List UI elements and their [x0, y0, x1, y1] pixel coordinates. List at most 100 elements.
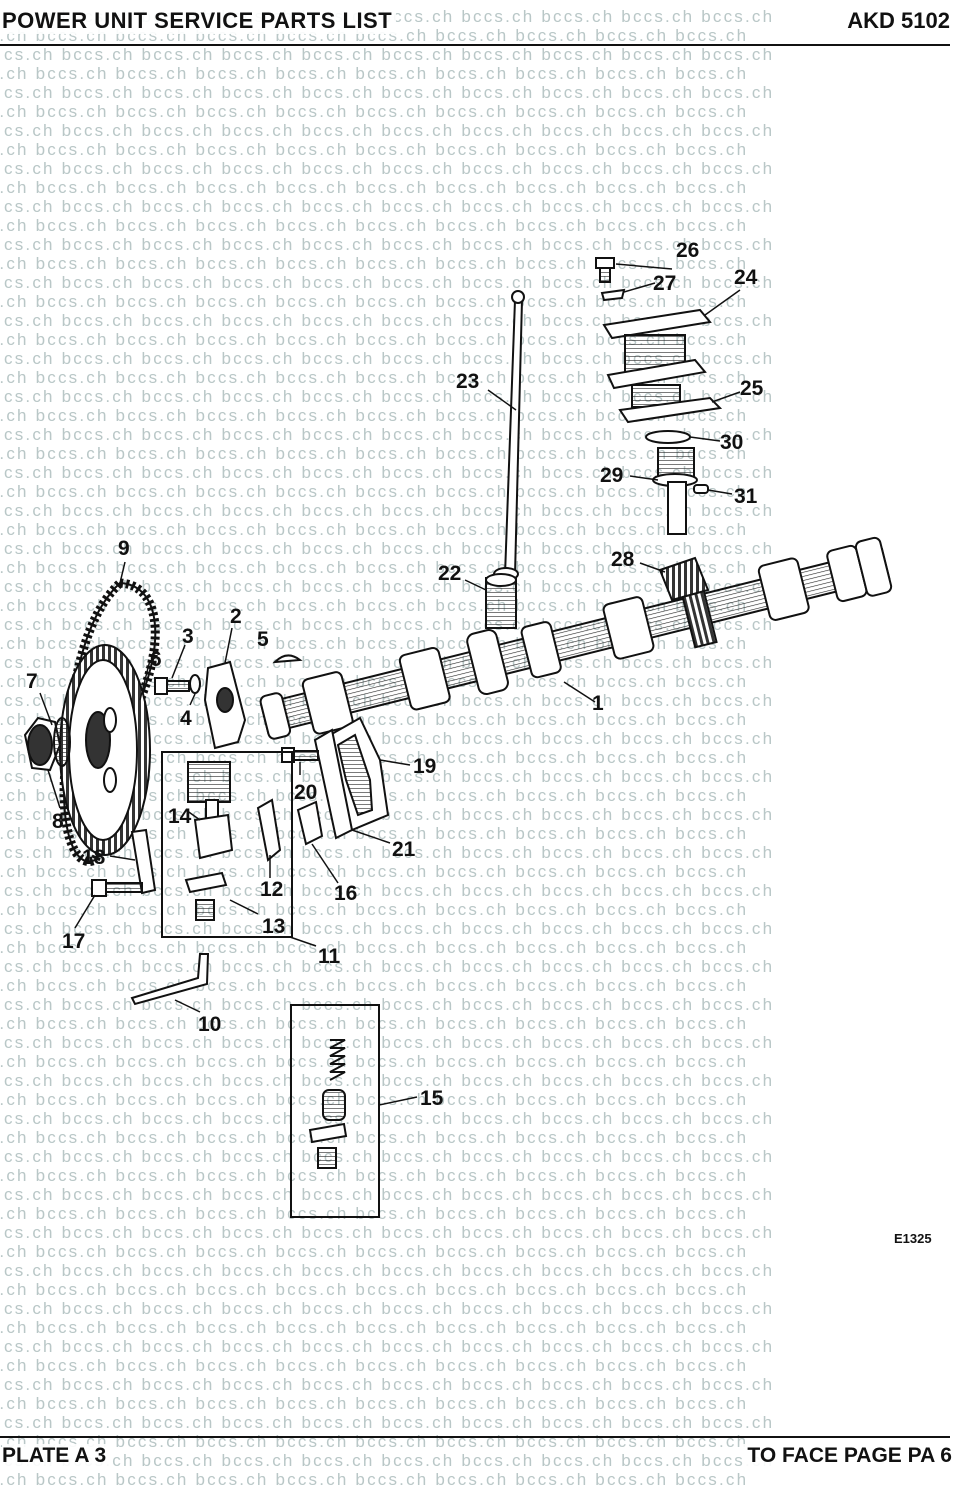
- label-part-1: 1: [592, 692, 604, 715]
- label-part-10: 10: [198, 1013, 221, 1036]
- watermark-row: cs.ch bccs.ch bccs.ch bccs.ch bccs.ch bc…: [4, 539, 774, 558]
- watermark-row: cs.ch bccs.ch bccs.ch bccs.ch bccs.ch bc…: [4, 159, 774, 178]
- watermark-row: cs.ch bccs.ch bccs.ch bccs.ch bccs.ch bc…: [0, 900, 748, 919]
- watermark-row: cs.ch bccs.ch bccs.ch bccs.ch bccs.ch bc…: [0, 368, 748, 387]
- watermark-row: cs.ch bccs.ch bccs.ch bccs.ch bccs.ch bc…: [4, 425, 774, 444]
- watermark-row: cs.ch bccs.ch bccs.ch bccs.ch bccs.ch bc…: [0, 102, 748, 121]
- label-part-16: 16: [334, 882, 357, 905]
- watermark-row: cs.ch bccs.ch bccs.ch bccs.ch bccs.ch bc…: [4, 577, 774, 596]
- watermark-row: cs.ch bccs.ch bccs.ch bccs.ch bccs.ch bc…: [4, 1413, 774, 1432]
- watermark-row: cs.ch bccs.ch bccs.ch bccs.ch bccs.ch bc…: [4, 273, 774, 292]
- label-part-26: 26: [676, 239, 699, 262]
- label-part-21: 21: [392, 838, 416, 861]
- label-part-11: 11: [318, 945, 341, 968]
- watermark-row: cs.ch bccs.ch bccs.ch bccs.ch bccs.ch bc…: [4, 1337, 774, 1356]
- watermark-row: cs.ch bccs.ch bccs.ch bccs.ch bccs.ch bc…: [4, 1109, 774, 1128]
- watermark-row: cs.ch bccs.ch bccs.ch bccs.ch bccs.ch bc…: [4, 1299, 774, 1318]
- watermark-row: cs.ch bccs.ch bccs.ch bccs.ch bccs.ch bc…: [0, 1014, 748, 1033]
- camshaft: [259, 536, 893, 740]
- label-part-17: 17: [62, 930, 85, 953]
- watermark-row: cs.ch bccs.ch bccs.ch bccs.ch bccs.ch bc…: [4, 653, 774, 672]
- label-part-24: 24: [734, 266, 758, 289]
- watermark-row: cs.ch bccs.ch bccs.ch bccs.ch bccs.ch bc…: [0, 330, 748, 349]
- watermark-row: cs.ch bccs.ch bccs.ch bccs.ch bccs.ch bc…: [0, 178, 748, 197]
- allen-key: [130, 953, 210, 1006]
- watermark-row: cs.ch bccs.ch bccs.ch bccs.ch bccs.ch bc…: [0, 1280, 748, 1299]
- label-part-25: 25: [740, 377, 764, 400]
- tensioner-bolt-and-plate: [91, 828, 157, 897]
- watermark-row: cs.ch bccs.ch bccs.ch bccs.ch bccs.ch bc…: [4, 1375, 774, 1394]
- label-part-5: 5: [257, 628, 269, 651]
- woodruff-key: [272, 654, 303, 664]
- watermark-row: cs.ch bccs.ch bccs.ch bccs.ch bccs.ch bc…: [4, 919, 774, 938]
- nut-and-washer: [23, 716, 71, 772]
- distributor-housing: [602, 308, 712, 408]
- watermark-row: cs.ch bccs.ch bccs.ch bccs.ch bccs.ch bc…: [4, 1451, 774, 1470]
- watermark-row: cs.ch bccs.ch bccs.ch bccs.ch bccs.ch bc…: [4, 729, 774, 748]
- watermark-row: cs.ch bccs.ch bccs.ch bccs.ch bccs.ch bc…: [0, 938, 748, 957]
- watermark-row: cs.ch bccs.ch bccs.ch bccs.ch bccs.ch bc…: [0, 1318, 748, 1337]
- label-part-31: 31: [734, 485, 758, 508]
- tappet: [485, 573, 517, 629]
- label-part-4: 4: [180, 707, 192, 730]
- watermark-row: cs.ch bccs.ch bccs.ch bccs.ch bccs.ch bc…: [0, 710, 748, 729]
- watermark-row: cs.ch bccs.ch bccs.ch bccs.ch bccs.ch bc…: [0, 1470, 748, 1489]
- watermark-row: cs.ch bccs.ch bccs.ch bccs.ch bccs.ch bc…: [4, 83, 774, 102]
- camshaft-sprocket: [59, 644, 151, 856]
- document-code: AKD 5102: [843, 8, 950, 34]
- footer-rule: [0, 1436, 950, 1438]
- label-part-13: 13: [262, 915, 285, 938]
- watermark-row: cs.ch bccs.ch bccs.ch bccs.ch bccs.ch bc…: [0, 482, 748, 501]
- plate-number: PLATE A 3: [2, 1444, 111, 1468]
- watermark-row: cs.ch bccs.ch bccs.ch bccs.ch bccs.ch bc…: [4, 1223, 774, 1242]
- watermark-row: cs.ch bccs.ch bccs.ch bccs.ch bccs.ch bc…: [0, 140, 748, 159]
- label-part-23: 23: [456, 370, 479, 393]
- push-rod: [493, 290, 525, 581]
- figure-code: E1325: [894, 1231, 932, 1246]
- watermark-row: cs.ch bccs.ch bccs.ch bccs.ch bccs.ch bc…: [4, 1261, 774, 1280]
- watermark-row: cs.ch bccs.ch bccs.ch bccs.ch bccs.ch bc…: [4, 995, 774, 1014]
- watermark-row: cs.ch bccs.ch bccs.ch bccs.ch bccs.ch bc…: [0, 1356, 748, 1375]
- watermark-row: cs.ch bccs.ch bccs.ch bccs.ch bccs.ch bc…: [4, 311, 774, 330]
- label-part-29: 29: [600, 464, 623, 487]
- watermark-row: cs.ch bccs.ch bccs.ch bccs.ch bccs.ch bc…: [0, 596, 748, 615]
- label-part-22: 22: [438, 562, 461, 585]
- label-part-15: 15: [420, 1087, 444, 1110]
- watermark-row: cs.ch bccs.ch bccs.ch bccs.ch bccs.ch bc…: [0, 1090, 748, 1109]
- watermark-row: cs.ch bccs.ch bccs.ch bccs.ch bccs.ch bc…: [0, 558, 748, 577]
- tensioner-bracket: [313, 716, 390, 840]
- label-part-27: 27: [653, 272, 676, 295]
- watermark-row: cs.ch bccs.ch bccs.ch bccs.ch bccs.ch bc…: [4, 121, 774, 140]
- label-part-8: 8: [52, 810, 64, 833]
- watermark-row: cs.ch bccs.ch bccs.ch bccs.ch bccs.ch bc…: [0, 292, 748, 311]
- label-part-7: 7: [26, 670, 38, 693]
- label-part-12: 12: [260, 878, 283, 901]
- label-part-3: 3: [182, 625, 194, 648]
- watermark-row: cs.ch bccs.ch bccs.ch bccs.ch bccs.ch bc…: [4, 1147, 774, 1166]
- page-title: POWER UNIT SERVICE PARTS LIST: [2, 8, 397, 34]
- screw-and-washer: [595, 257, 626, 302]
- leader-lines: [39, 263, 741, 1106]
- thrust-washer: [645, 430, 691, 444]
- label-part-6: 6: [150, 648, 162, 671]
- watermark-row: cs.ch bccs.ch bccs.ch bccs.ch bccs.ch bc…: [0, 824, 748, 843]
- watermark-row: cs.ch bccs.ch bccs.ch bccs.ch bccs.ch bc…: [4, 197, 774, 216]
- watermark-row: cs.ch bccs.ch bccs.ch bccs.ch bccs.ch bc…: [4, 45, 774, 64]
- locating-plate: [203, 660, 247, 750]
- gasket: [618, 396, 723, 424]
- watermark-row: cs.ch bccs.ch bccs.ch bccs.ch bccs.ch bc…: [0, 1242, 748, 1261]
- watermark-row: cs.ch bccs.ch bccs.ch bccs.ch bccs.ch bc…: [4, 1033, 774, 1052]
- distributor-drive-shaft: [652, 447, 709, 535]
- watermark-row: cs.ch bccs.ch bccs.ch bccs.ch bccs.ch bc…: [0, 64, 748, 83]
- bolt: [281, 747, 319, 763]
- label-part-9: 9: [118, 537, 130, 560]
- watermark-row: cs.ch bccs.ch bccs.ch bccs.ch bccs.ch bc…: [0, 216, 748, 235]
- header-rule: [0, 44, 950, 46]
- watermark-row: cs.ch bccs.ch bccs.ch bccs.ch bccs.ch bc…: [0, 254, 748, 273]
- part-labels: 1 2 3 4 5 6 7 8 9 10 11 12 13 14 15 16 1…: [26, 239, 764, 1110]
- tensioner-parts-kit: [290, 1004, 380, 1218]
- watermark-row: cs.ch bccs.ch bccs.ch bccs.ch bccs.ch bc…: [0, 1166, 748, 1185]
- label-part-2: 2: [230, 605, 242, 628]
- drive-gear: [658, 556, 710, 602]
